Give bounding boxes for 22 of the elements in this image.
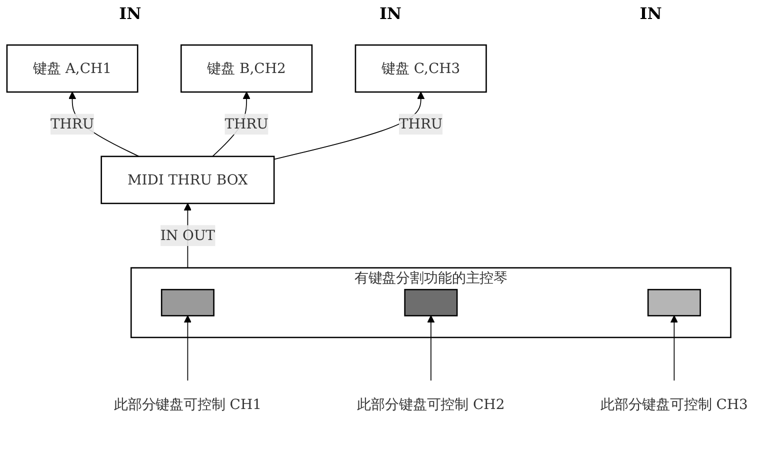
node-box: 键盘 C,CH3 [354, 44, 487, 93]
node-bar [647, 288, 701, 316]
node-text: 此部分键盘可控制 CH1 [114, 396, 262, 412]
node-text: 此部分键盘可控制 CH2 [357, 396, 505, 412]
node-box: 键盘 A,CH1 [6, 44, 138, 93]
arrow [670, 315, 678, 382]
cluster: 有键盘分割功能的主控琴 [130, 267, 732, 338]
port-label: IN [379, 4, 402, 23]
arrow [184, 315, 192, 382]
node-box: MIDI THRU BOX [100, 156, 275, 204]
edge-label: THRU [224, 116, 268, 132]
edge-label: THRU [50, 116, 94, 132]
edge-label: THRU [399, 116, 443, 132]
port-label: IN [119, 4, 142, 23]
arrow [274, 92, 425, 160]
edge-label: IN OUT [160, 226, 215, 244]
node-text: 此部分键盘可控制 CH3 [600, 396, 748, 412]
node-box: 键盘 B,CH2 [180, 44, 313, 93]
node-bar [404, 288, 458, 316]
port-label: IN [640, 4, 662, 23]
arrow [427, 315, 435, 382]
node-bar [160, 288, 214, 316]
